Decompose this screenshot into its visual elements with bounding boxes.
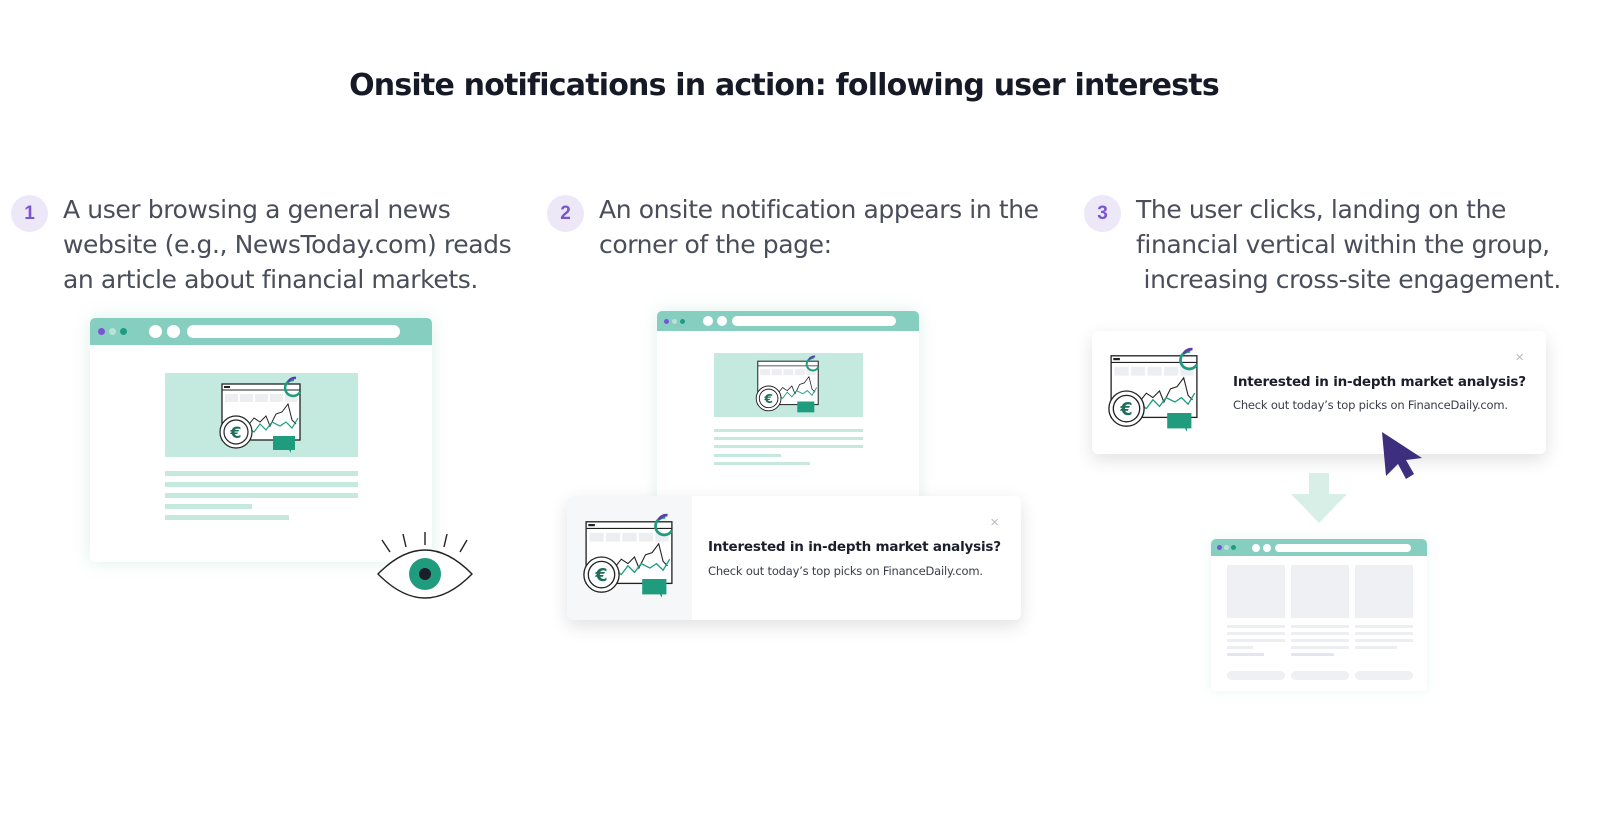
article-card-image [1355, 565, 1413, 618]
svg-text:€: € [594, 566, 607, 586]
card-button [1227, 671, 1285, 680]
card-button [1355, 671, 1413, 680]
svg-text:€: € [229, 423, 241, 442]
step-line: The user clicks, landing on the [1136, 195, 1506, 224]
step-line: A user browsing a general news [63, 195, 451, 224]
step-2: 2 An onsite notification appears in the … [547, 192, 1039, 262]
text-line [165, 515, 289, 520]
finance-chart-icon: € [219, 376, 302, 453]
browser-toolbar [90, 318, 432, 345]
window-dot-icon [120, 328, 127, 335]
nav-button-icon [149, 325, 162, 338]
nav-button-icon [167, 325, 180, 338]
text-line [714, 429, 863, 432]
nav-button-icon [1263, 543, 1271, 552]
page-title: Onsite notifications in action: followin… [349, 68, 1220, 103]
text-line [165, 471, 358, 476]
browser-toolbar [657, 311, 919, 331]
window-dot-icon [672, 318, 677, 324]
step-description: The user clicks, landing on the financia… [1136, 192, 1561, 297]
window-dot-icon [98, 328, 105, 335]
text-line [714, 437, 863, 440]
text-line [165, 493, 358, 498]
text-line [165, 504, 252, 509]
step-line: increasing cross-site engagement. [1136, 265, 1562, 294]
nav-button-icon [717, 316, 727, 326]
text-line [714, 462, 810, 465]
close-icon[interactable]: × [990, 514, 999, 531]
window-dot-icon [664, 318, 669, 324]
arrow-down-icon [1291, 473, 1347, 523]
article-card-image [1291, 565, 1349, 618]
step-number-badge: 2 [547, 195, 584, 232]
address-bar [187, 325, 400, 338]
close-icon[interactable]: × [1515, 349, 1524, 366]
step-line: website (e.g., NewsToday.com) reads [63, 230, 512, 259]
window-dot-icon [1231, 545, 1236, 550]
finance-site-browser [1211, 539, 1427, 691]
step-number-badge: 3 [1084, 195, 1121, 232]
svg-text:€: € [1119, 400, 1132, 420]
svg-text:€: € [763, 391, 773, 406]
notification-body: Check out today’s top picks on FinanceDa… [708, 564, 983, 578]
notification-body: Check out today’s top picks on FinanceDa… [1233, 398, 1508, 412]
clicked-notification[interactable]: Interested in in-depth market analysis? … [1092, 331, 1546, 454]
step-3: 3 The user clicks, landing on the financ… [1084, 192, 1561, 297]
step-1: 1 A user browsing a general news website… [11, 192, 512, 297]
step-description: An onsite notification appears in the co… [599, 192, 1039, 262]
card-button [1291, 671, 1349, 680]
nav-button-icon [1252, 543, 1260, 552]
address-bar [732, 316, 896, 326]
finance-chart-icon: € [1108, 347, 1199, 432]
window-dot-icon [680, 318, 685, 324]
window-dot-icon [1224, 545, 1229, 550]
text-line [714, 445, 863, 448]
step-line: An onsite notification appears in the [599, 195, 1039, 224]
window-dot-icon [1217, 545, 1222, 550]
nav-button-icon [703, 316, 713, 326]
mouse-pointer-icon [1382, 432, 1422, 479]
finance-chart-icon: € [755, 355, 820, 413]
step-line: financial vertical within the group, [1136, 230, 1550, 259]
eye-icon [377, 532, 473, 599]
notification-title: Interested in in-depth market analysis? [1233, 374, 1526, 390]
text-line [165, 482, 358, 487]
step-number-badge: 1 [11, 195, 48, 232]
address-bar [1275, 543, 1411, 552]
step-line: an article about financial markets. [63, 265, 478, 294]
notification-title: Interested in in-depth market analysis? [708, 539, 1001, 555]
article-card-image [1227, 565, 1285, 618]
browser-toolbar [1211, 539, 1427, 556]
finance-chart-icon: € [583, 513, 674, 598]
text-line [714, 454, 781, 457]
step-description: A user browsing a general news website (… [63, 192, 512, 297]
step-line: corner of the page: [599, 230, 832, 259]
window-dot-icon [109, 328, 116, 335]
